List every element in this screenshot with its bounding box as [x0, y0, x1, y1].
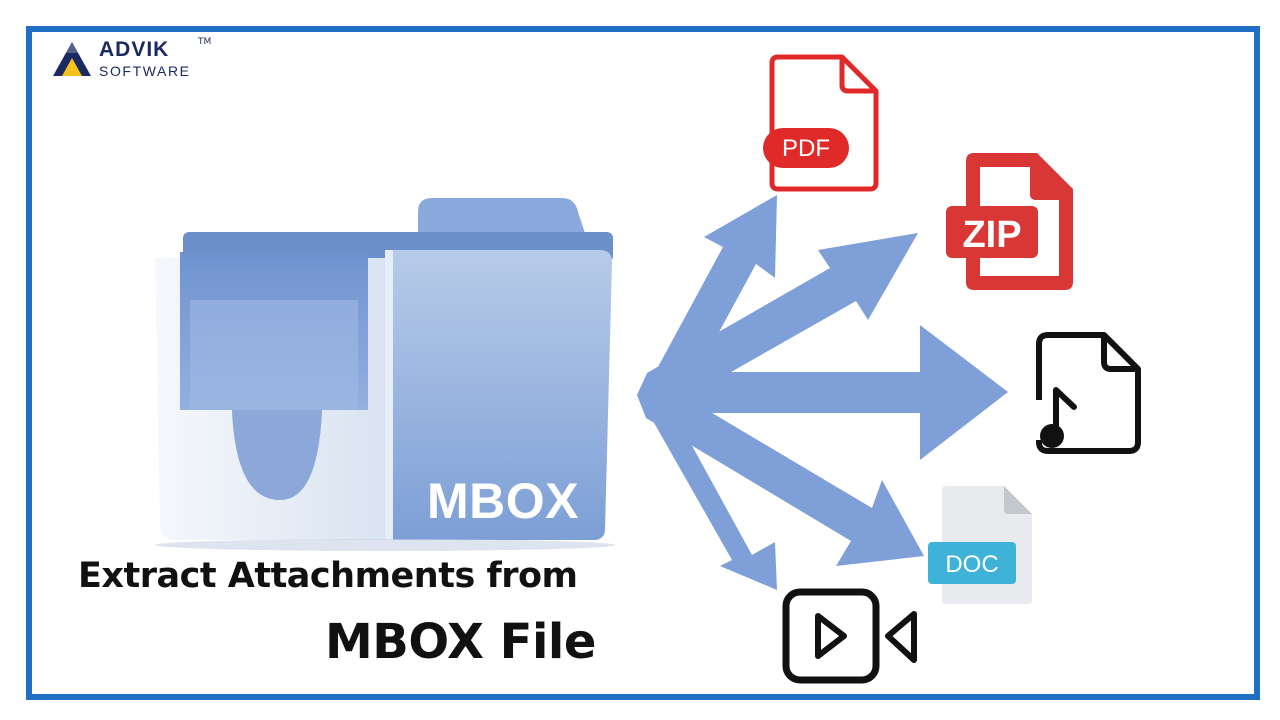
arrow-to-pdf — [637, 195, 777, 402]
mbox-folder-label: MBOX — [427, 473, 579, 529]
pdf-file-icon: PDF — [763, 54, 879, 192]
video-file-icon — [782, 588, 917, 684]
zip-file-icon: ZIP — [946, 153, 1073, 290]
doc-file-icon: DOC — [928, 486, 1032, 604]
arrow-to-zip — [637, 233, 918, 405]
doc-label: DOC — [945, 551, 998, 578]
title-line-2: MBOX File — [325, 614, 596, 670]
logo-triangle-icon — [53, 42, 91, 76]
arrow-to-audio — [637, 325, 1008, 460]
logo-subtitle: SOFTWARE — [99, 63, 191, 79]
logo-trademark: TM — [198, 37, 212, 47]
arrow-to-video — [637, 395, 777, 590]
zip-label: ZIP — [962, 214, 1021, 256]
title-line-1: Extract Attachments from — [78, 556, 578, 596]
arrow-to-doc — [637, 388, 924, 566]
advik-logo: ADVIK TM SOFTWARE — [52, 37, 222, 82]
audio-file-icon — [1036, 332, 1141, 454]
pdf-label: PDF — [782, 135, 830, 162]
logo-name: ADVIK — [99, 38, 170, 61]
